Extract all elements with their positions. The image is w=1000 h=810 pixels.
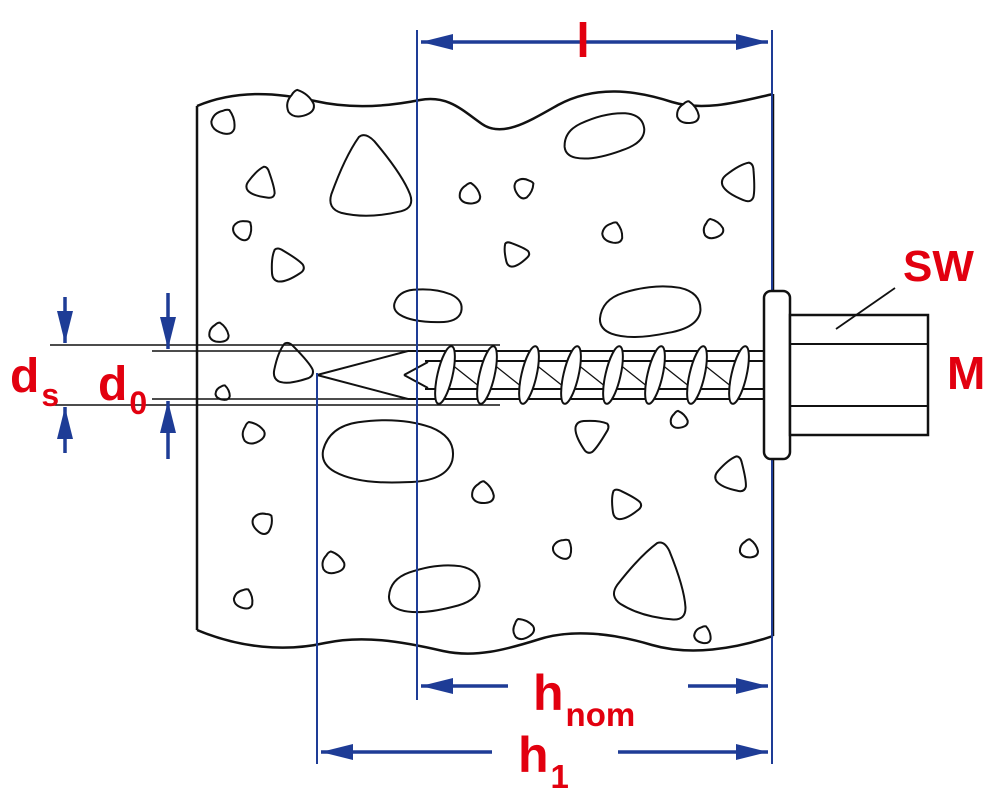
fastener-head [762, 287, 930, 461]
label-ds: ds [10, 350, 59, 413]
label-sw: SW [903, 242, 974, 291]
aggregate-stone [712, 451, 754, 494]
aggregate-stone [282, 85, 318, 121]
label-ds-sub: s [41, 377, 59, 413]
label-d0-base: d [98, 358, 127, 411]
aggregate-stone [207, 104, 241, 138]
hex-head [788, 313, 930, 437]
screw-threads [450, 363, 733, 388]
aggregate-stone [237, 416, 268, 448]
label-m: M [947, 347, 985, 399]
aggregate-stone [609, 534, 700, 625]
aggregate-stone [248, 507, 279, 538]
aggregate-stone [699, 215, 726, 242]
label-h1-base: h [518, 727, 549, 783]
label-hnom-base: h [533, 665, 564, 721]
label-l: l [576, 15, 589, 68]
thread-flight [644, 345, 666, 405]
screw-thread-flights [434, 345, 750, 405]
label-h1: h1 [518, 727, 569, 795]
aggregate-stone [599, 218, 627, 246]
aggregate-stone [458, 182, 482, 205]
concrete-screw [403, 345, 770, 405]
aggregate-stone [601, 481, 645, 525]
concrete-top-edge [196, 90, 774, 131]
label-hnom: hnom [533, 665, 635, 733]
label-h1-sub: 1 [551, 758, 569, 795]
aggregate-stone [391, 284, 465, 328]
thread-flight [686, 345, 708, 405]
aggregate-stone [385, 560, 483, 617]
aggregate-stone [244, 163, 280, 200]
aggregate-stone [495, 234, 532, 271]
label-d0-sub: 0 [129, 385, 147, 421]
aggregate-stone [558, 106, 649, 165]
thread-flight [476, 345, 498, 405]
hole-tip-cone-top [316, 350, 409, 376]
washer [762, 289, 792, 461]
aggregate-stone [569, 409, 617, 456]
label-d0: d0 [98, 358, 147, 421]
sw-leader-line [835, 287, 896, 330]
thread-flight [602, 345, 624, 405]
aggregate-stone [668, 408, 690, 430]
aggregate-stone [322, 129, 414, 222]
aggregate-stone [596, 282, 704, 341]
aggregate-stone [231, 585, 258, 612]
aggregate-stone [208, 321, 230, 343]
aggregate-stone [739, 538, 759, 559]
thread-flight [728, 345, 750, 405]
aggregate-stone [717, 154, 768, 205]
drill-hole [316, 350, 773, 400]
dimension-arrows [57, 34, 768, 760]
label-hnom-sub: nom [566, 696, 636, 733]
hole-tip-cone-bottom [316, 374, 409, 400]
extension-lines [316, 30, 773, 764]
aggregate-stone [692, 623, 715, 646]
aggregate-stone [260, 240, 307, 288]
aggregate-stone [318, 548, 347, 577]
aggregate-stone [319, 413, 457, 490]
aggregate-stone [471, 480, 495, 504]
concrete-bottom-edge [196, 628, 774, 655]
dimension-labels: l SW M ds d0 hnom h1 [10, 15, 985, 795]
aggregate-stone [549, 534, 578, 563]
diameter-reference-lines [50, 344, 500, 406]
aggregate-stone [507, 613, 538, 644]
thread-flight [518, 345, 540, 405]
thread-flight [434, 345, 456, 405]
thread-flight [560, 345, 582, 405]
aggregate-stone [510, 173, 539, 202]
aggregate-stone [229, 215, 258, 244]
label-ds-base: d [10, 350, 39, 403]
